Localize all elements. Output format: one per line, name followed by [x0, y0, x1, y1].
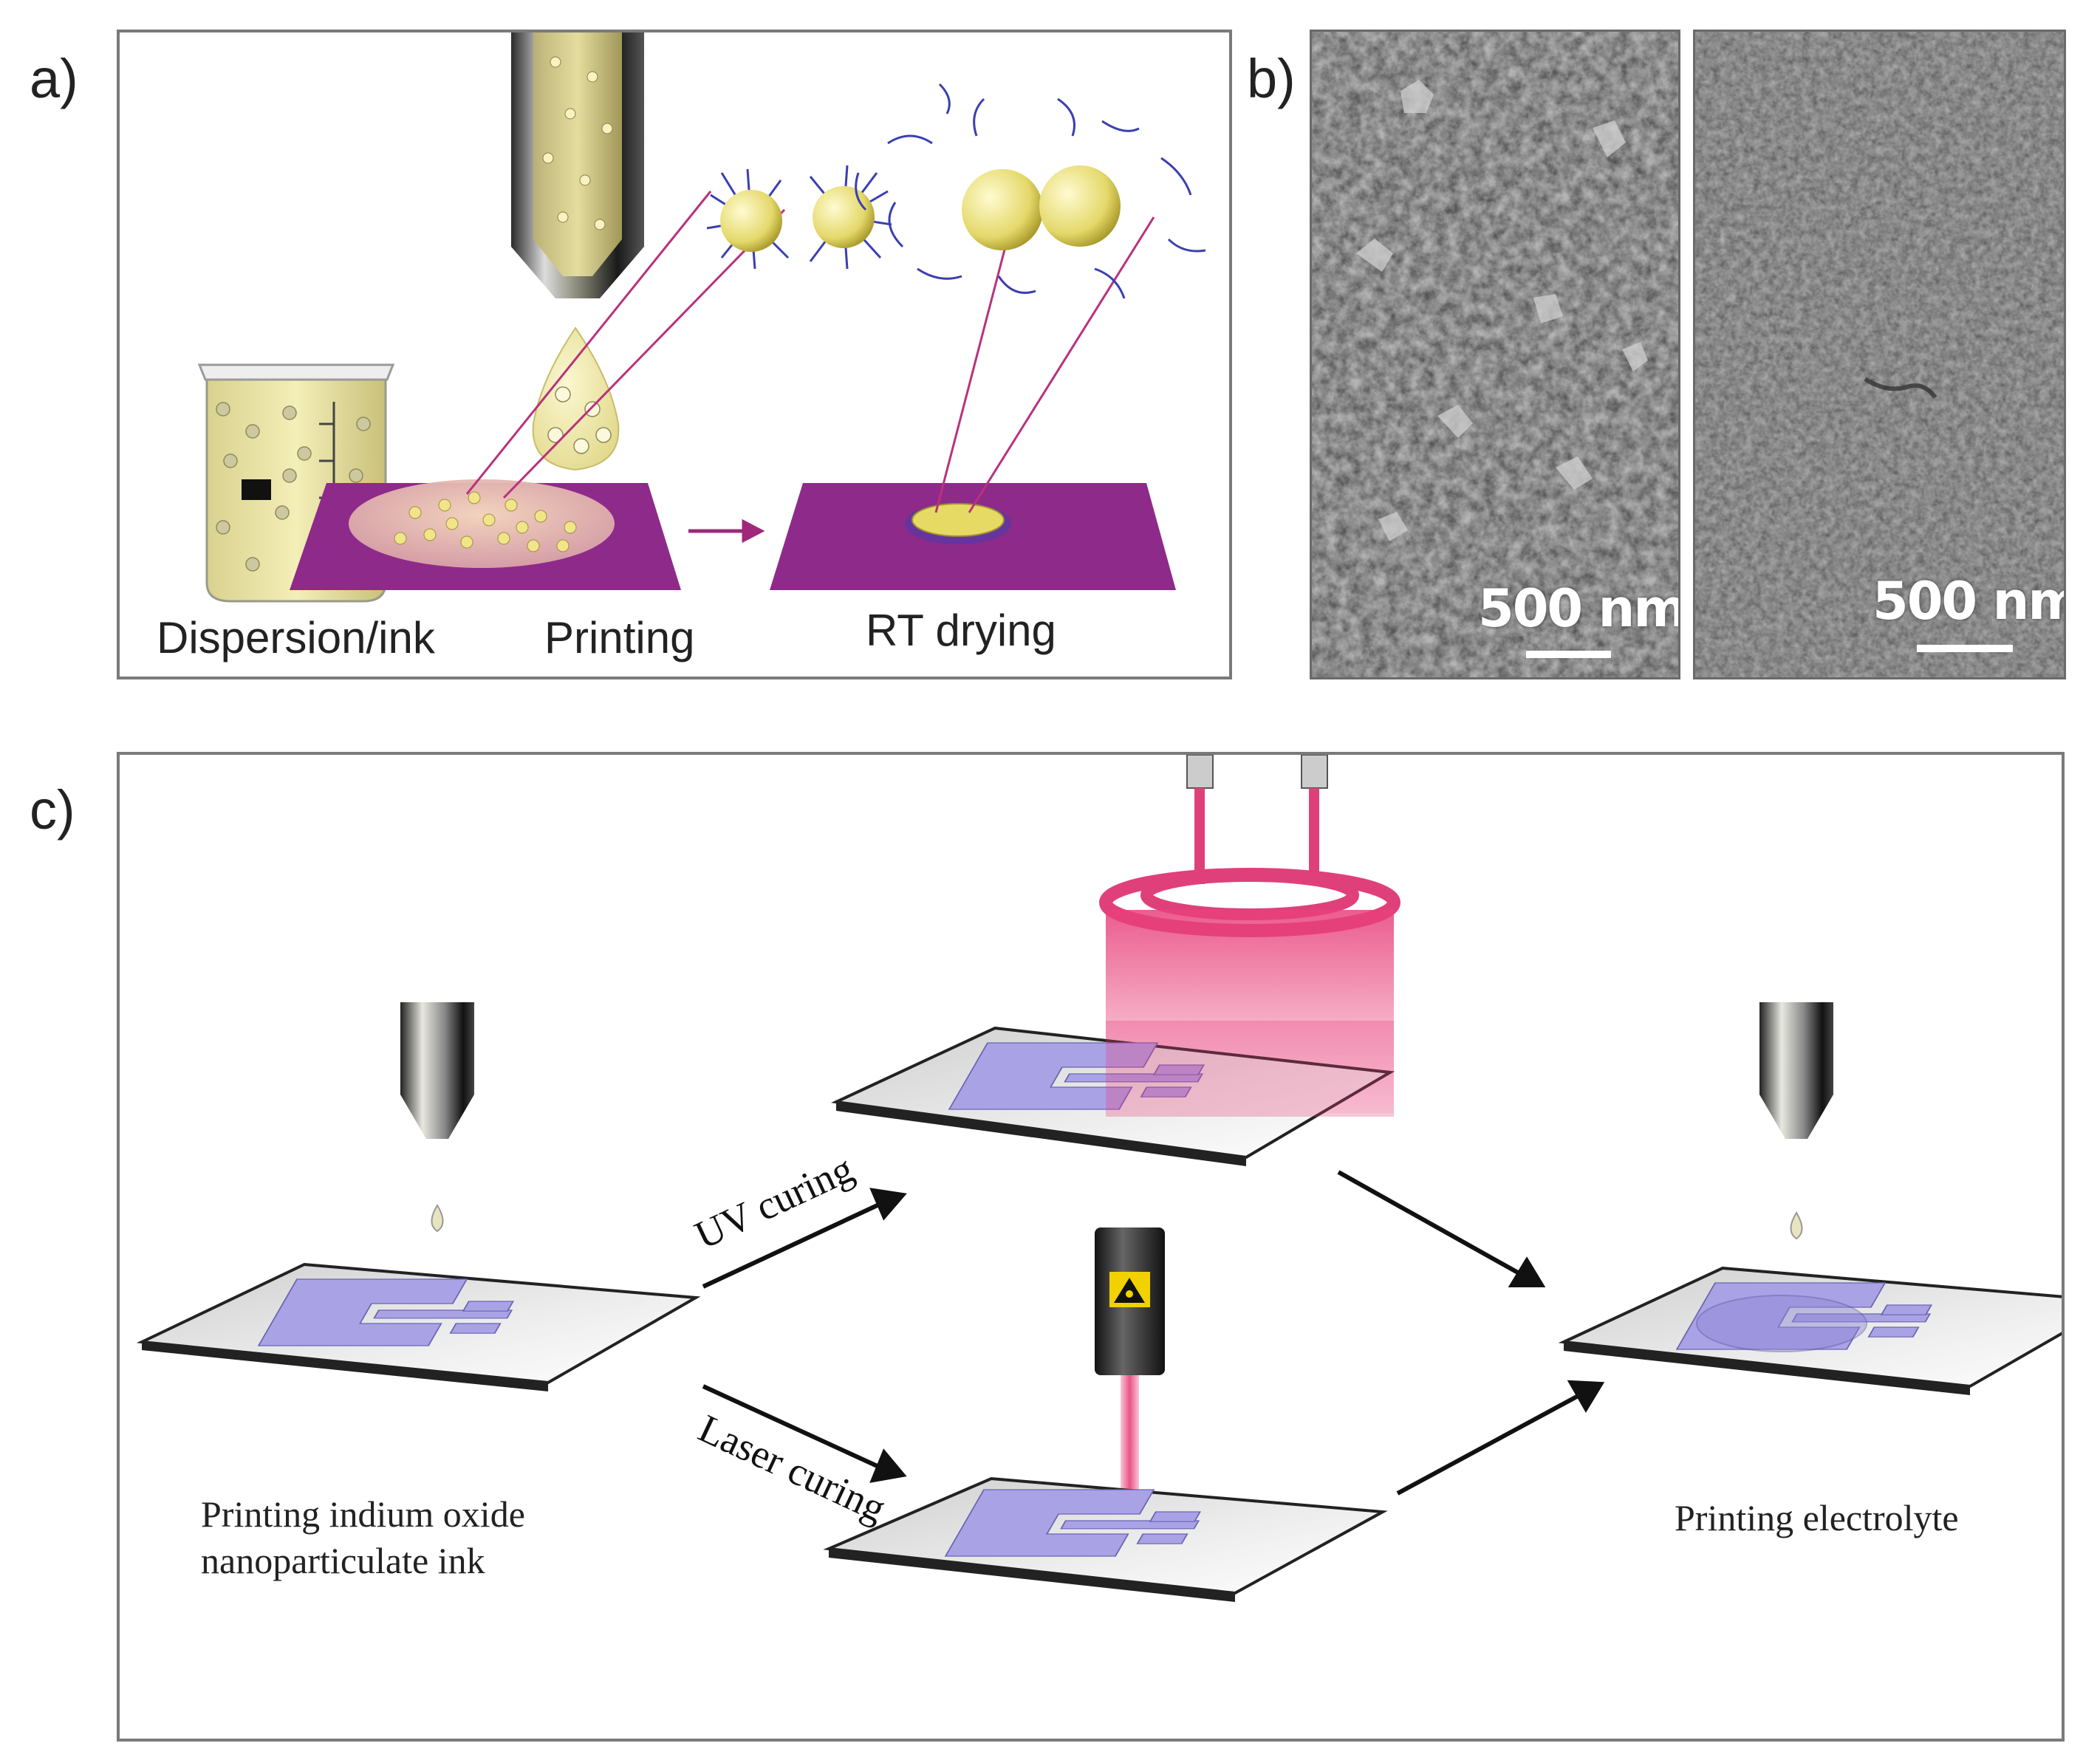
- substrate-top: [830, 1021, 1395, 1166]
- caption-printing: Printing: [544, 613, 694, 662]
- arrow-label-laser-curing: Laser curing: [692, 1405, 892, 1530]
- panel-a-letter: a): [30, 48, 78, 109]
- panel-a-frame: Dispersion/ink Printing RT drying: [117, 30, 1232, 679]
- panel-b-letter: b): [1247, 48, 1296, 109]
- ligand-capped-nanoparticles: [706, 165, 892, 270]
- panel-a-illustration: Dispersion/ink Printing RT drying: [157, 32, 1206, 662]
- substrate-left: [136, 1262, 701, 1391]
- scale-bar-label-left: 500 nm: [1478, 578, 1680, 639]
- panel-c-letter: c): [30, 779, 75, 840]
- caption-dispersion-ink: Dispersion/ink: [157, 613, 436, 662]
- panel-c-frame: Printing indium oxide nanoparticulate in…: [117, 752, 2100, 1742]
- dried-film: [912, 503, 1005, 537]
- scale-bar-label-right: 500 nm: [1872, 571, 2066, 631]
- substrate-right: [1558, 1266, 2100, 1395]
- laser-icon: [1095, 1227, 1165, 1527]
- dried-nanoparticles: [855, 83, 1206, 299]
- caption-printing-indium-oxide: Printing indium oxide: [201, 1493, 525, 1535]
- caption-rt-drying: RT drying: [866, 606, 1056, 655]
- ink-puddle: [349, 479, 615, 568]
- nozzle-right-icon: [1759, 1002, 1833, 1240]
- sem-image-left: 500 nm: [1310, 30, 1680, 679]
- scale-bar-right: [1917, 645, 2013, 652]
- print-nozzle-icon: [511, 32, 644, 298]
- caption-printing-electrolyte: Printing electrolyte: [1675, 1497, 1959, 1538]
- panel-c-illustration: Printing indium oxide nanoparticulate in…: [136, 754, 2100, 1602]
- electrolyte-drop: [1696, 1295, 1867, 1352]
- beaker-icon: [197, 363, 395, 603]
- arrow-label-uv-curing: UV curing: [688, 1146, 860, 1258]
- sem-image-right: 500 nm: [1693, 30, 2066, 679]
- substrate-bottom: [823, 1476, 1388, 1602]
- scale-bar-left: [1526, 651, 1611, 658]
- nozzle-left-icon: [400, 1002, 474, 1233]
- caption-nanoparticulate-ink: nanoparticulate ink: [201, 1540, 485, 1581]
